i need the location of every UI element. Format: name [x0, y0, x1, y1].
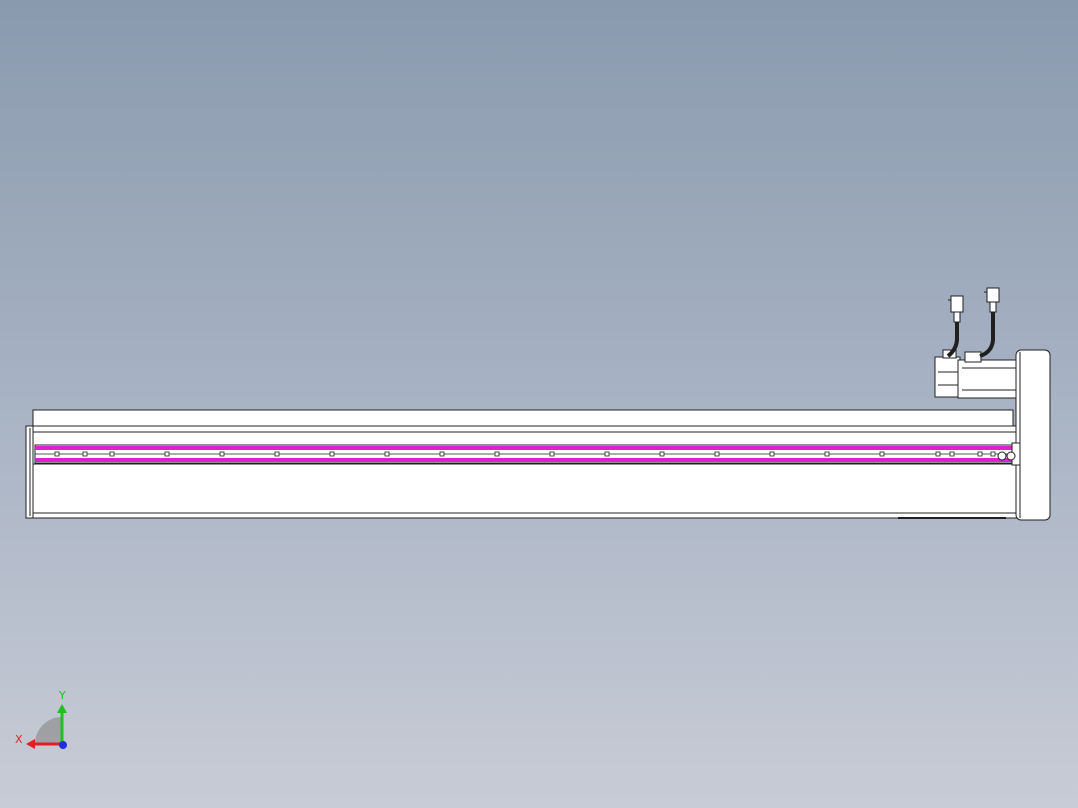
triad-z-axis: [59, 741, 67, 749]
triad-x-arrow: [26, 739, 35, 749]
slot-bolt: [82, 451, 88, 457]
slot-bolt: [384, 451, 390, 457]
cable-encoder: [946, 322, 959, 358]
slot-bolt: [990, 451, 996, 457]
motor-rear-housing: [934, 356, 961, 398]
slot-bolt: [494, 451, 500, 457]
slot-bolt: [549, 451, 555, 457]
connector-power: [986, 287, 1000, 303]
end-screw-2: [1006, 451, 1016, 461]
triad-plane: [35, 717, 62, 744]
end-screw-1: [997, 451, 1007, 461]
slot-bolt: [659, 451, 665, 457]
slot-highlight-bottom: [35, 458, 1015, 462]
slot-bolt: [824, 451, 830, 457]
main-profile: [25, 425, 1021, 519]
slot-bolt: [935, 451, 941, 457]
slot-bolt: [714, 451, 720, 457]
slot-bolt: [54, 451, 60, 457]
motor-cables[interactable]: [946, 310, 995, 358]
triad-y-label: Y: [59, 689, 66, 702]
slot-bolt: [219, 451, 225, 457]
motor-connector-block: [964, 351, 982, 363]
slot-bolt: [109, 451, 115, 457]
actuator-body[interactable]: [25, 409, 1021, 519]
slot-bolt: [949, 451, 955, 457]
connector-encoder: [950, 295, 964, 313]
rail-slot: [34, 444, 1016, 464]
slot-bolt: [329, 451, 335, 457]
slot-bolt: [164, 451, 170, 457]
slot-bolt: [274, 451, 280, 457]
slot-bolt: [604, 451, 610, 457]
cable-power: [979, 310, 995, 358]
end-cap-plate: [1015, 349, 1051, 521]
top-cover: [32, 409, 1014, 427]
slot-bolts: [54, 451, 996, 457]
end-cap[interactable]: [997, 349, 1051, 521]
slot-bolt: [977, 451, 983, 457]
slot-bolt: [879, 451, 885, 457]
slot-bolt: [769, 451, 775, 457]
cable-connectors[interactable]: [948, 287, 1000, 323]
connector-power-neck: [989, 301, 997, 313]
triad-x-label: X: [15, 733, 23, 746]
slot-highlight-top: [35, 446, 1015, 450]
motor-assembly[interactable]: [934, 349, 1017, 399]
view-triad[interactable]: [26, 704, 67, 749]
motor-body: [957, 359, 1017, 399]
triad-y-arrow: [57, 704, 67, 713]
slot-bolt: [439, 451, 445, 457]
connector-encoder-neck: [953, 311, 961, 323]
